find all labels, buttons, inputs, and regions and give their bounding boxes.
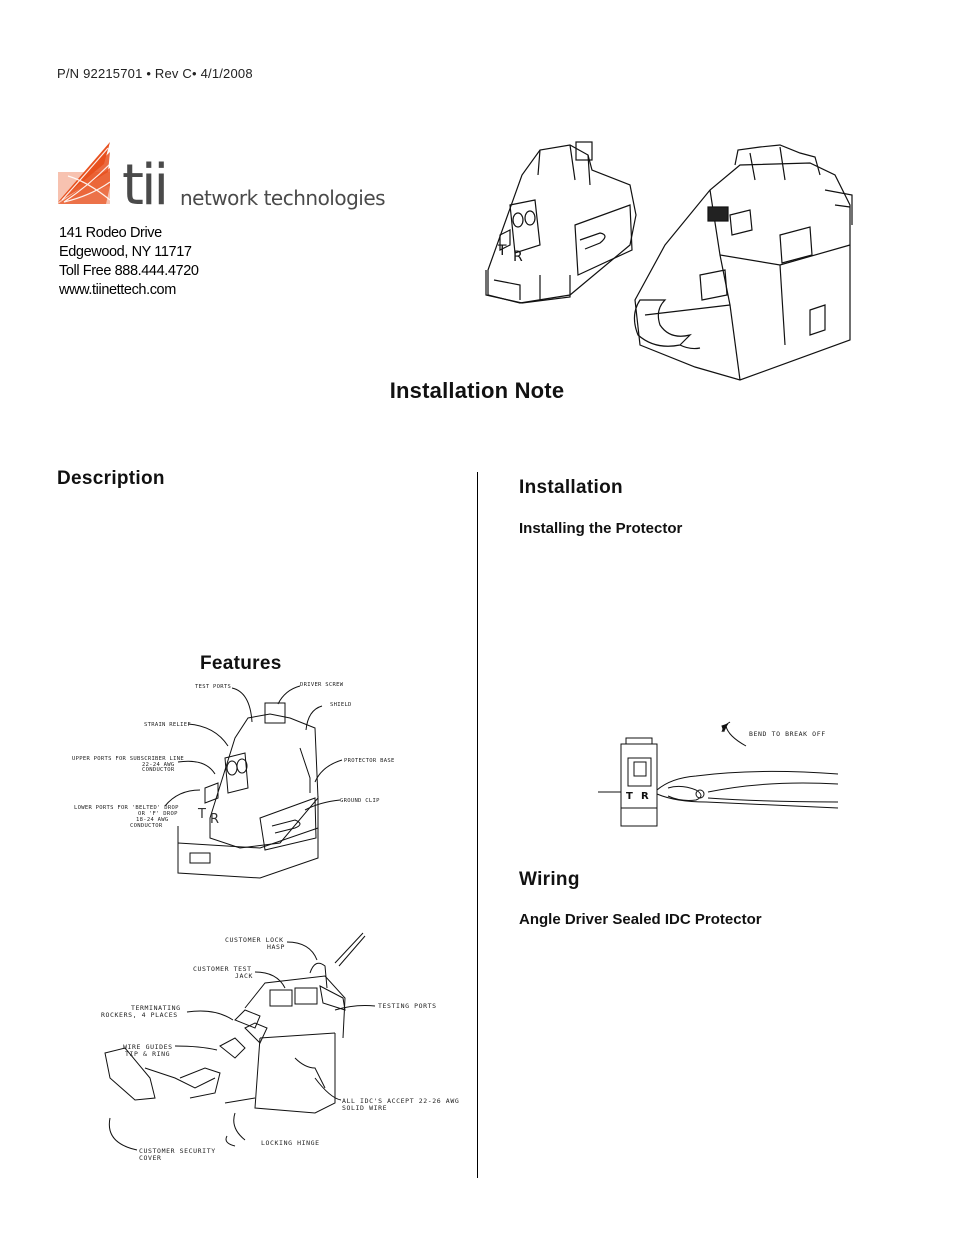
- features-heading: Features: [200, 653, 282, 674]
- label-customer-security-cover: CUSTOMER SECURITY: [139, 1147, 216, 1155]
- svg-text:ROCKERS, 4 PLACES: ROCKERS, 4 PLACES: [101, 1011, 178, 1019]
- svg-text:T: T: [626, 791, 633, 802]
- features-diagram-protector: T R TEST PORTS DRIVER SCREW SHIELD STRAI…: [60, 678, 400, 888]
- svg-text:CONDUCTOR: CONDUCTOR: [142, 767, 175, 773]
- pliers-icon: T R BEND TO BREAK OFF: [598, 721, 839, 827]
- svg-text:OR 'F' DROP: OR 'F' DROP: [138, 811, 178, 817]
- label-customer-test-jack: CUSTOMER TEST: [193, 965, 252, 973]
- address-web: www.tiinettech.com: [59, 282, 176, 298]
- page-title: Installation Note: [389, 378, 565, 403]
- label-driver-screw: DRIVER SCREW: [300, 682, 344, 688]
- protector-features-icon: T R TEST PORTS DRIVER SCREW SHIELD STRAI…: [72, 682, 395, 879]
- address-phone: Toll Free 888.444.4720: [59, 263, 199, 279]
- label-customer-lock: CUSTOMER LOCK: [225, 936, 284, 944]
- svg-text:R: R: [641, 791, 649, 802]
- label-lower-ports: LOWER PORTS FOR 'BELTED' DROP: [74, 805, 179, 811]
- svg-text:18-24 AWG: 18-24 AWG: [136, 817, 169, 823]
- svg-text:COVER: COVER: [139, 1154, 162, 1162]
- wiring-heading: Wiring: [519, 869, 580, 890]
- svg-text:T: T: [197, 807, 206, 822]
- installing-subheading: Installing the Protector: [519, 520, 683, 537]
- protector-drawing-icon: T R: [485, 141, 853, 381]
- company-logo: tii network technologies: [58, 142, 418, 218]
- label-protector-base: PROTECTOR BASE: [344, 758, 395, 764]
- part-number: P/N 92215701 • Rev C• 4/1/2008: [57, 66, 253, 81]
- address-street: 141 Rodeo Drive: [59, 225, 162, 241]
- break-off-diagram: T R BEND TO BREAK OFF: [596, 718, 846, 830]
- company-address: 141 Rodeo Drive Edgewood, NY 11717 Toll …: [59, 224, 199, 300]
- label-wire-guides: WIRE GUIDES: [123, 1043, 173, 1051]
- svg-text:TIP & RING: TIP & RING: [125, 1050, 170, 1058]
- svg-text:22-24 AWG: 22-24 AWG: [142, 762, 175, 768]
- label-testing-ports: TESTING PORTS: [378, 1002, 437, 1010]
- column-divider: [477, 472, 478, 1178]
- label-upper-ports: UPPER PORTS FOR SUBSCRIBER LINE: [72, 756, 184, 762]
- nid-features-icon: CUSTOMER LOCK HASP CUSTOMER TEST JACK TE…: [101, 932, 459, 1162]
- svg-text:T: T: [497, 243, 507, 259]
- label-test-ports: TEST PORTS: [195, 684, 231, 690]
- logo-mark: tii: [122, 153, 166, 218]
- description-heading: Description: [57, 468, 165, 489]
- tii-logo-icon: tii network technologies: [58, 142, 386, 218]
- label-terminating-rockers: TERMINATING: [131, 1004, 181, 1012]
- svg-text:CONDUCTOR: CONDUCTOR: [130, 823, 163, 829]
- svg-text:R: R: [210, 812, 219, 827]
- label-strain-relief: STRAIN RELIEF: [144, 722, 191, 728]
- svg-text:JACK: JACK: [235, 972, 253, 980]
- features-diagram-nid: CUSTOMER LOCK HASP CUSTOMER TEST JACK TE…: [95, 928, 465, 1166]
- wiring-subheading: Angle Driver Sealed IDC Protector: [519, 911, 762, 928]
- product-illustration: T R: [480, 135, 855, 383]
- logo-wordmark: network technologies: [180, 186, 385, 210]
- svg-text:R: R: [513, 249, 523, 265]
- label-bend-to-break-off: BEND TO BREAK OFF: [749, 730, 826, 738]
- address-city: Edgewood, NY 11717: [59, 244, 192, 260]
- label-locking-hinge: LOCKING HINGE: [261, 1139, 320, 1147]
- installation-heading: Installation: [519, 477, 623, 498]
- label-shield: SHIELD: [330, 702, 352, 708]
- svg-text:HASP: HASP: [267, 943, 285, 951]
- label-ground-clip: GROUND CLIP: [340, 798, 380, 804]
- label-idc: ALL IDC'S ACCEPT 22-26 AWG: [342, 1097, 459, 1105]
- svg-text:SOLID WIRE: SOLID WIRE: [342, 1104, 387, 1112]
